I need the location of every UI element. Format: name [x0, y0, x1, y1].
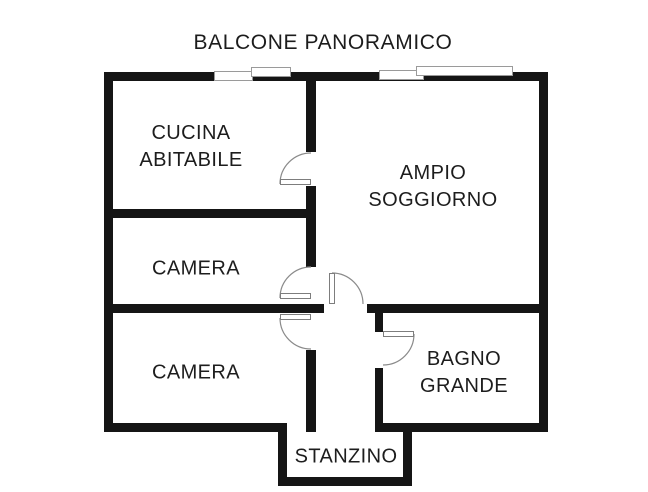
plan-title: BALCONE PANORAMICO	[193, 31, 453, 54]
room-label-cucina-line1: CUCINA	[151, 122, 231, 144]
wall-outer-bottom-left	[104, 423, 287, 432]
door-arc-cucina-icon	[279, 152, 312, 185]
room-label-soggiorno-line2: SOGGIORNO	[368, 189, 498, 211]
room-label-soggiorno-line1: AMPIO	[399, 162, 467, 184]
wall-divider-top	[306, 81, 316, 152]
door-leaf-cucina-icon	[280, 179, 311, 185]
wall-divider-bottom	[306, 350, 316, 432]
door-leaf-bagno-icon	[383, 331, 414, 337]
door-arc-bagno-icon	[382, 333, 415, 366]
wall-outer-right	[539, 72, 548, 432]
door-leaf-soggiorno-icon	[329, 273, 335, 304]
room-label-soggiorno: AMPIO SOGGIORNO	[368, 160, 497, 214]
balcony-window-right-pane2-icon	[416, 66, 513, 76]
room-label-bagno-line2: GRANDE	[420, 375, 508, 397]
room-label-stanzino: STANZINO	[294, 445, 398, 468]
wall-divider-mid	[306, 186, 316, 267]
room-label-camera-1: CAMERA	[152, 257, 240, 280]
room-label-bagno-line1: BAGNO	[426, 348, 502, 370]
door-arc-camera1-icon	[279, 266, 312, 299]
door-leaf-camera1-icon	[280, 293, 311, 299]
wall-stanzino-bottom	[278, 477, 412, 486]
door-leaf-camera2-icon	[280, 314, 311, 320]
room-label-cucina-line2: ABITABILE	[139, 149, 243, 171]
wall-outer-top	[104, 72, 548, 81]
wall-soggiorno-bagno	[367, 304, 548, 313]
wall-stanzino-left	[278, 423, 287, 486]
wall-corridor-top	[375, 308, 383, 332]
wall-corridor-bottom	[375, 368, 383, 432]
door-arc-camera2-icon	[279, 317, 312, 350]
balcony-window-left-pane2-icon	[251, 67, 291, 77]
wall-cucina-camera	[113, 209, 316, 218]
room-label-bagno: BAGNO GRANDE	[420, 346, 508, 400]
room-label-cucina: CUCINA ABITABILE	[139, 120, 242, 174]
door-arc-soggiorno-icon	[331, 272, 364, 305]
wall-stanzino-right	[403, 427, 412, 486]
wall-camera-camera	[113, 304, 324, 313]
wall-outer-bottom-right	[375, 423, 548, 432]
wall-outer-left	[104, 72, 113, 432]
room-label-camera-2: CAMERA	[152, 361, 240, 384]
